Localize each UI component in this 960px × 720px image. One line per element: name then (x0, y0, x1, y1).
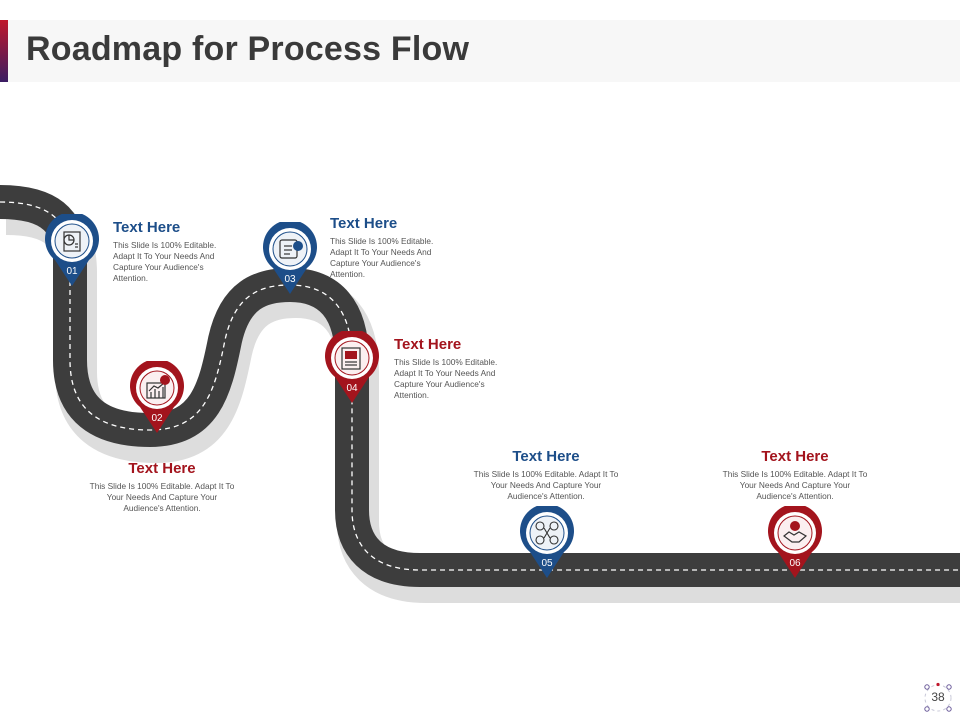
step-heading: Text Here (512, 448, 580, 465)
marker-number: 02 (151, 413, 163, 424)
marker-number: 01 (66, 266, 78, 277)
step-heading: Text Here (113, 219, 181, 236)
marker-02: 02 (128, 361, 186, 433)
step-text-03: Text Here This Slide Is 100% Editable. A… (330, 215, 442, 280)
marker-04: 04 (323, 331, 381, 403)
step-heading: Text Here (128, 460, 196, 477)
step-body: This Slide Is 100% Editable. Adapt It To… (473, 469, 619, 501)
step-body: This Slide Is 100% Editable. Adapt It To… (722, 469, 868, 501)
step-text-01: Text Here This Slide Is 100% Editable. A… (113, 219, 228, 284)
report-document-icon (341, 347, 361, 370)
step-text-06: Text Here This Slide Is 100% Editable. A… (719, 448, 871, 502)
marker-01: 01 (43, 214, 101, 286)
step-body: This Slide Is 100% Editable. Adapt It To… (89, 481, 235, 513)
marker-06: 06 (766, 506, 824, 578)
marker-number: 04 (346, 383, 358, 394)
pie-chart-document-icon (63, 231, 81, 252)
step-body: This Slide Is 100% Editable. Adapt It To… (394, 357, 498, 400)
step-text-05: Text Here This Slide Is 100% Editable. A… (470, 448, 622, 502)
marker-number: 03 (284, 274, 296, 285)
step-heading: Text Here (761, 448, 829, 465)
step-heading: Text Here (330, 215, 398, 232)
title-bar (0, 20, 960, 82)
page-number-badge (924, 682, 952, 712)
step-text-04: Text Here This Slide Is 100% Editable. A… (394, 336, 506, 401)
marker-number: 06 (789, 558, 801, 569)
page-number: 38 (931, 690, 945, 704)
step-body: This Slide Is 100% Editable. Adapt It To… (330, 236, 434, 279)
people-network-icon (535, 521, 559, 545)
page-title: Roadmap for Process Flow (26, 30, 470, 68)
step-heading: Text Here (394, 336, 462, 353)
step-text-02: Text Here This Slide Is 100% Editable. A… (86, 460, 238, 514)
title-accent-bar (0, 20, 8, 82)
step-body: This Slide Is 100% Editable. Adapt It To… (113, 240, 217, 283)
marker-05: 05 (518, 506, 576, 578)
marker-03: 03 (261, 222, 319, 294)
handshake-gear-icon (783, 521, 808, 543)
growth-chart-icon (146, 382, 166, 399)
marker-number: 05 (541, 558, 553, 569)
